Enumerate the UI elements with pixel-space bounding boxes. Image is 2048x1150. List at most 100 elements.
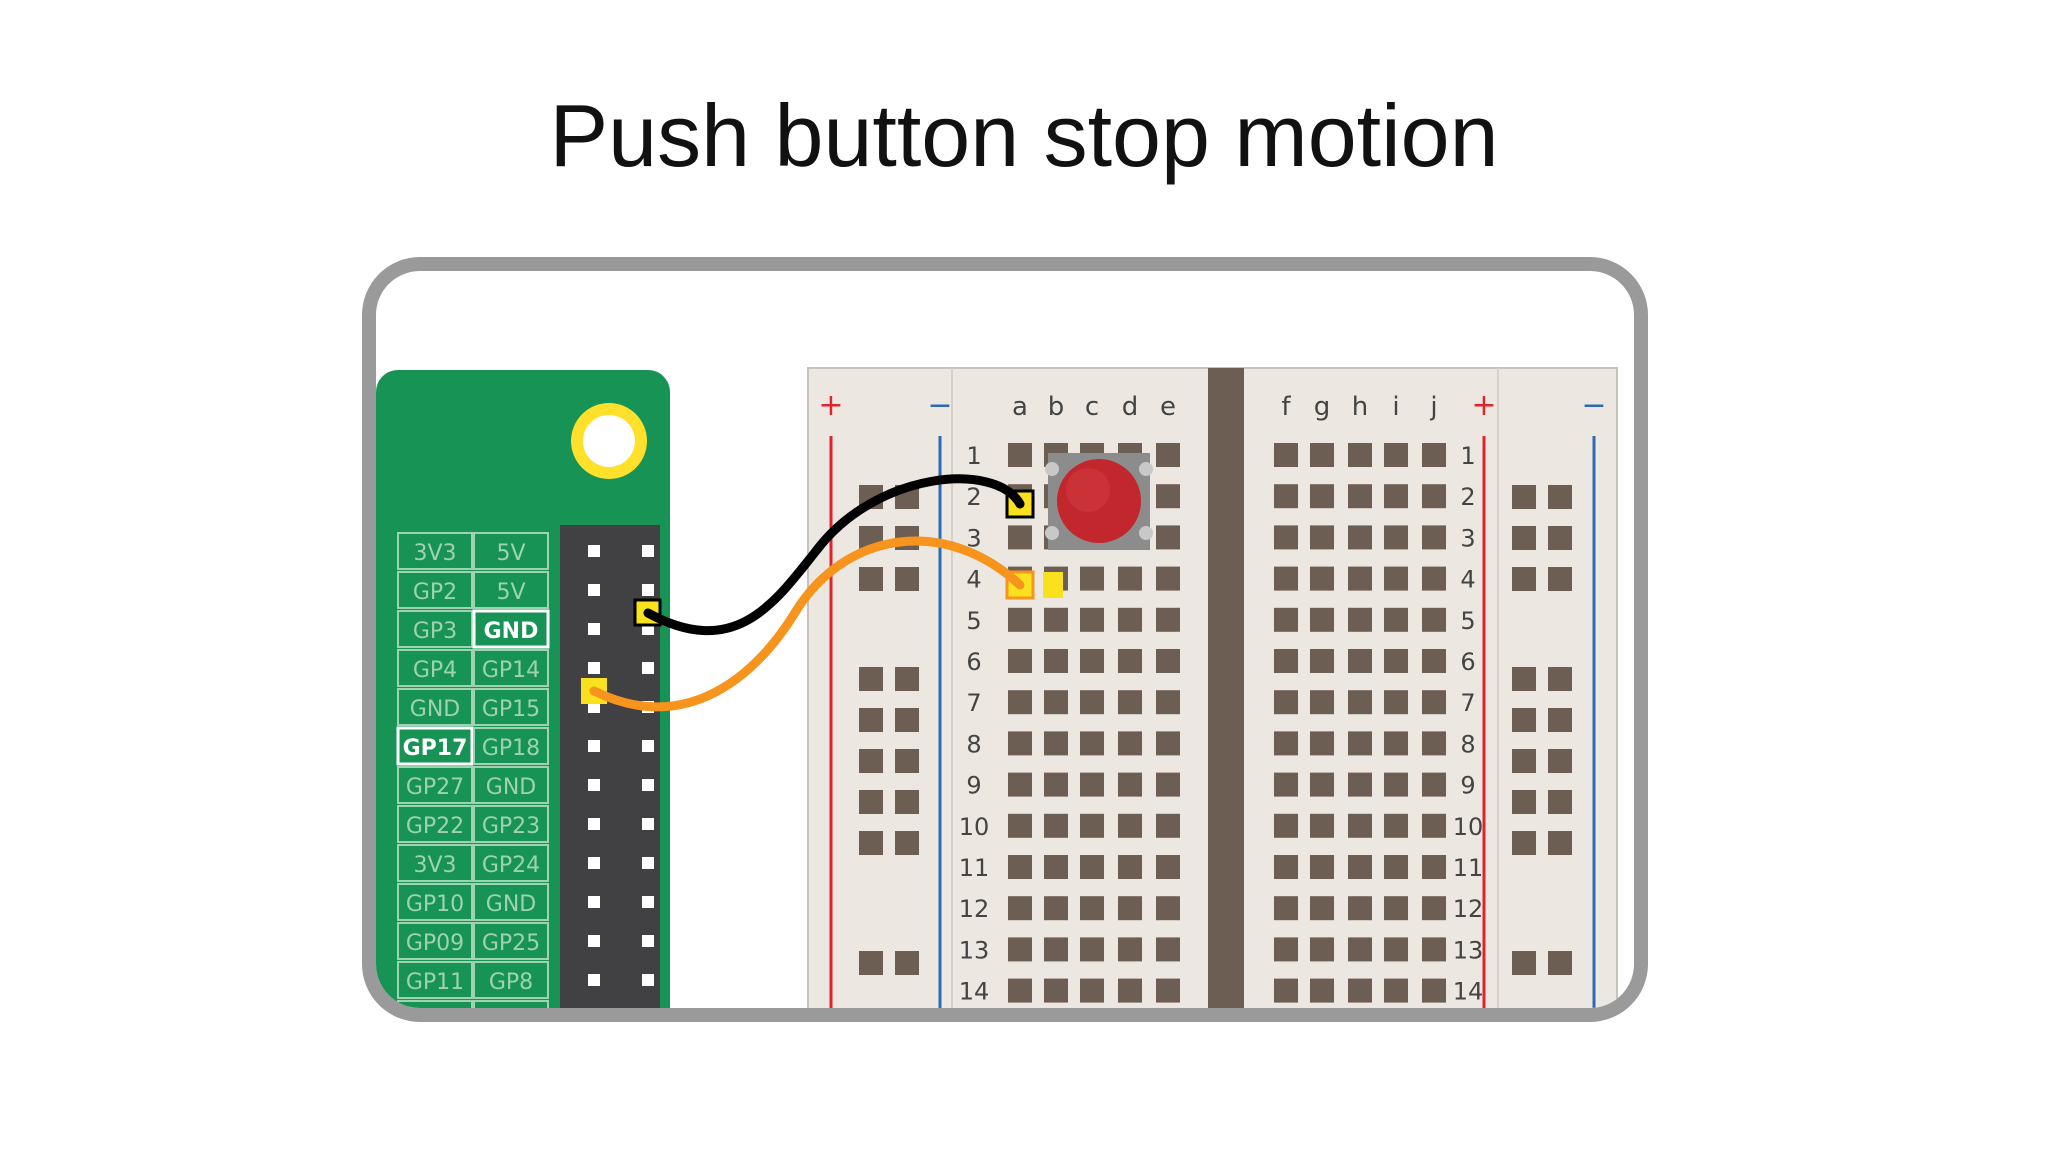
rail-hole: [1512, 790, 1536, 814]
breadboard-hole: [1422, 607, 1446, 632]
breadboard-hole: [1044, 690, 1068, 715]
gpio-cell: [473, 961, 549, 999]
breadboard-hole: [1310, 937, 1334, 962]
breadboard-hole: [1274, 443, 1298, 467]
breadboard-hole: [1008, 607, 1032, 632]
gpio-cell: [397, 961, 473, 999]
breadboard-hole: [1274, 690, 1298, 715]
gpio-label-right: GP24: [482, 853, 540, 878]
gpio-pin: [642, 935, 654, 947]
gpio-cell: [396, 726, 474, 766]
breadboard-hole: [1156, 896, 1180, 921]
breadboard-hole: [1080, 813, 1104, 838]
rail-hole: [1548, 485, 1572, 509]
row-label: 12: [1453, 895, 1484, 923]
gpio-label-left: 3V3: [413, 853, 456, 878]
gpio-cell: [397, 805, 473, 843]
rail-hole: [1548, 708, 1572, 732]
column-label: g: [1314, 392, 1331, 422]
breadboard-hole: [1422, 484, 1446, 509]
gpio-cell: [397, 1000, 473, 1008]
rail-plus-label-left: +: [818, 388, 843, 423]
breadboard-hole: [1118, 690, 1142, 715]
row-label: 5: [1460, 607, 1475, 635]
breadboard-hole: [1008, 978, 1032, 1003]
black-wire: [643, 474, 1025, 636]
gpio-label-left: GP17: [403, 736, 468, 761]
row-label: 9: [966, 772, 981, 800]
breadboard-hole: [1044, 937, 1068, 962]
breadboard-hole: [1422, 443, 1446, 467]
rail-hole: [895, 749, 919, 773]
breadboard-hole: [1080, 566, 1104, 591]
breadboard-hole: [1118, 566, 1142, 591]
gpio-cell: [397, 649, 473, 687]
gpio-label-left: GP22: [406, 814, 464, 839]
breadboard-hole: [1156, 813, 1180, 838]
gpio-label-right: GND: [484, 619, 539, 644]
gpio-label-left: GP3: [413, 619, 457, 644]
rail-hole: [1548, 667, 1572, 691]
row-label: 5: [966, 607, 981, 635]
breadboard-hole: [1310, 443, 1334, 467]
breadboard-hole: [1008, 772, 1032, 797]
breadboard-hole: [1156, 649, 1180, 673]
column-label: e: [1160, 392, 1176, 422]
rail-minus-label-left: −: [927, 388, 952, 423]
breadboard-hole: [1422, 525, 1446, 550]
breadboard-hole: [1274, 813, 1298, 838]
breadboard-hole: [1044, 772, 1068, 797]
rail-hole: [1512, 667, 1536, 691]
breadboard-hole: [1310, 731, 1334, 756]
gpio-cell: [397, 766, 473, 804]
column-label: a: [1012, 392, 1028, 422]
row-label: 11: [959, 854, 990, 882]
breadboard-hole: [1348, 855, 1372, 879]
breadboard-hole: [1310, 978, 1334, 1003]
rail-hole: [1548, 951, 1572, 975]
breadboard-hole: [1422, 731, 1446, 756]
breadboard-hole: [1348, 443, 1372, 467]
gpio-label-right: GND: [486, 775, 536, 800]
breadboard-hole: [1080, 690, 1104, 715]
breadboard-hole: [1274, 978, 1298, 1003]
gpio-pin: [588, 623, 600, 635]
breadboard-hole: [1156, 607, 1180, 632]
gpio-label-right: GP18: [482, 736, 540, 761]
column-label: h: [1352, 392, 1368, 422]
breadboard-hole: [1310, 525, 1334, 550]
gpio-label-right: GND: [486, 892, 536, 917]
breadboard-center-channel: [1208, 368, 1244, 1008]
gpio-label-left: GP27: [406, 775, 464, 800]
breadboard-hole: [1274, 731, 1298, 756]
breadboard-hole: [1422, 937, 1446, 962]
gpio-label-table: 3V3GP2GP3GP4GNDGP17GP27GP223V3GP10GP09GP…: [396, 532, 550, 1008]
gpio-pin: [588, 779, 600, 791]
wiring-diagram: 3V3GP2GP3GP4GNDGP17GP27GP223V3GP10GP09GP…: [376, 367, 1618, 1008]
row-label: 2: [1460, 483, 1475, 511]
gpio-pin: [588, 662, 600, 674]
row-label: 10: [1453, 813, 1484, 841]
gpio-cell: [473, 844, 549, 882]
breadboard-hole: [1274, 937, 1298, 962]
column-label: j: [1429, 392, 1437, 422]
column-label: f: [1281, 392, 1291, 422]
gpio-cell: [472, 609, 550, 649]
gpio-label-left: 3V3: [413, 541, 456, 566]
gpio-label-right: GP8: [489, 970, 533, 995]
row-label: 6: [966, 648, 981, 676]
column-label: c: [1085, 392, 1099, 422]
breadboard-hole: [1310, 566, 1334, 591]
breadboard-hole: [1422, 813, 1446, 838]
raspberry-pi-board: 3V3GP2GP3GP4GNDGP17GP27GP223V3GP10GP09GP…: [376, 370, 670, 1008]
breadboard-hole: [1156, 855, 1180, 879]
push-button-leg: [1045, 526, 1059, 540]
breadboard-hole: [1384, 772, 1408, 797]
column-label: i: [1392, 392, 1399, 422]
breadboard-hole: [1080, 855, 1104, 879]
breadboard-hole: [1384, 443, 1408, 467]
breadboard-hole: [1310, 607, 1334, 632]
breadboard-hole: [1422, 896, 1446, 921]
row-label: 2: [966, 483, 981, 511]
breadboard-hole: [1348, 937, 1372, 962]
